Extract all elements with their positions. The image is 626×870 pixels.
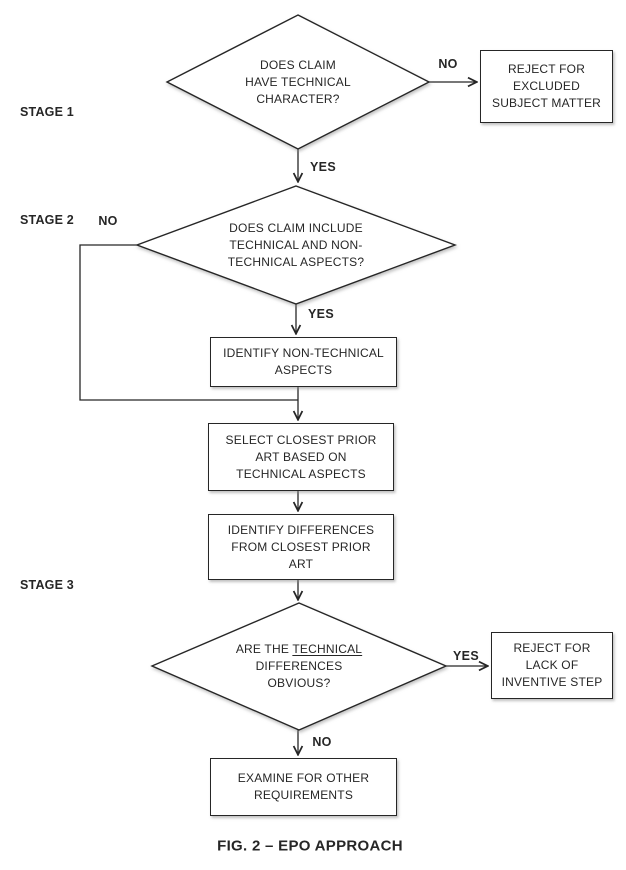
reject-lack-of-inventive-step-box: REJECT FOR LACK OF INVENTIVE STEP bbox=[491, 632, 613, 699]
edge-label-stage3-yes: YES bbox=[453, 649, 479, 663]
reject-excluded-line: REJECT FOR bbox=[507, 62, 586, 76]
identify-nontechnical-aspects-box: IDENTIFY NON-TECHNICAL ASPECTS bbox=[210, 337, 397, 387]
diamond-stage2-shape bbox=[134, 185, 458, 305]
reject-excluded-subject-matter-box: REJECT FOR EXCLUDED SUBJECT MATTER bbox=[480, 50, 613, 123]
select-closest-prior-art-box: SELECT CLOSEST PRIOR ART BASED ON TECHNI… bbox=[208, 423, 394, 491]
select-prior-art-line: TECHNICAL ASPECTS bbox=[236, 466, 366, 481]
diamond-stage3-line: DIFFERENCES bbox=[255, 658, 343, 673]
diamond-stage2-line: DOES CLAIM INCLUDE bbox=[229, 220, 363, 235]
stage3-label: STAGE 3 bbox=[20, 578, 74, 592]
reject-excluded-line: EXCLUDED bbox=[513, 79, 580, 93]
diamond-stage3-text: ARE THE TECHNICAL DIFFERENCES OBVIOUS? bbox=[152, 640, 446, 692]
reject-inventive-line: LACK OF bbox=[525, 658, 579, 672]
diamond-stage2-line: TECHNICAL ASPECTS? bbox=[227, 254, 365, 269]
figure-caption: FIG. 2 – EPO APPROACH bbox=[217, 837, 403, 855]
edge-label-stage1-yes: YES bbox=[310, 160, 336, 174]
examine-line: EXAMINE FOR OTHER bbox=[237, 771, 370, 785]
route-stage2-no bbox=[79, 244, 298, 401]
diamond-stage3-line1-underlined: TECHNICAL bbox=[292, 641, 363, 656]
diamond-stage2-text: DOES CLAIM INCLUDE TECHNICAL AND NON- TE… bbox=[137, 219, 455, 271]
reject-excluded-line: SUBJECT MATTER bbox=[491, 96, 602, 110]
edge-label-stage2-no: NO bbox=[98, 214, 118, 228]
stage2-label: STAGE 2 bbox=[20, 213, 74, 227]
identify-differences-line: IDENTIFY DIFFERENCES bbox=[227, 522, 375, 537]
identify-nontechnical-line: IDENTIFY NON-TECHNICAL bbox=[223, 346, 384, 360]
edge-label-stage2-yes: YES bbox=[308, 307, 334, 321]
diamond-stage1-line: CHARACTER? bbox=[256, 91, 340, 106]
diamond-stage3-shape bbox=[150, 602, 448, 731]
diamond-stage3-line1-prefix: ARE THE bbox=[235, 641, 290, 656]
edge-label-stage1-no: NO bbox=[438, 57, 458, 71]
diamond-stage1-text: DOES CLAIM HAVE TECHNICAL CHARACTER? bbox=[167, 56, 429, 108]
identify-differences-line: FROM CLOSEST PRIOR bbox=[231, 539, 371, 554]
diamond-stage2-line: TECHNICAL AND NON- bbox=[229, 237, 363, 252]
edge-label-stage3-no: NO bbox=[312, 735, 332, 749]
identify-differences-line: ART bbox=[288, 556, 314, 571]
identify-differences-box: IDENTIFY DIFFERENCES FROM CLOSEST PRIOR … bbox=[208, 514, 394, 580]
diamond-stage1-line: DOES CLAIM bbox=[259, 57, 336, 72]
reject-inventive-line: REJECT FOR bbox=[513, 641, 591, 655]
select-prior-art-line: ART BASED ON bbox=[255, 449, 347, 464]
examine-other-requirements-box: EXAMINE FOR OTHER REQUIREMENTS bbox=[210, 758, 397, 816]
diamond-stage1-line: HAVE TECHNICAL bbox=[245, 74, 351, 89]
stage1-label: STAGE 1 bbox=[20, 105, 74, 119]
select-prior-art-line: SELECT CLOSEST PRIOR bbox=[225, 432, 377, 447]
identify-nontechnical-line: ASPECTS bbox=[274, 363, 333, 377]
diamond-stage1-shape bbox=[165, 14, 431, 150]
reject-inventive-line: INVENTIVE STEP bbox=[501, 675, 603, 689]
diamond-stage3-line1: ARE THE TECHNICAL bbox=[236, 641, 362, 658]
examine-line: REQUIREMENTS bbox=[253, 788, 354, 802]
diamond-stage3-line: OBVIOUS? bbox=[267, 675, 331, 690]
